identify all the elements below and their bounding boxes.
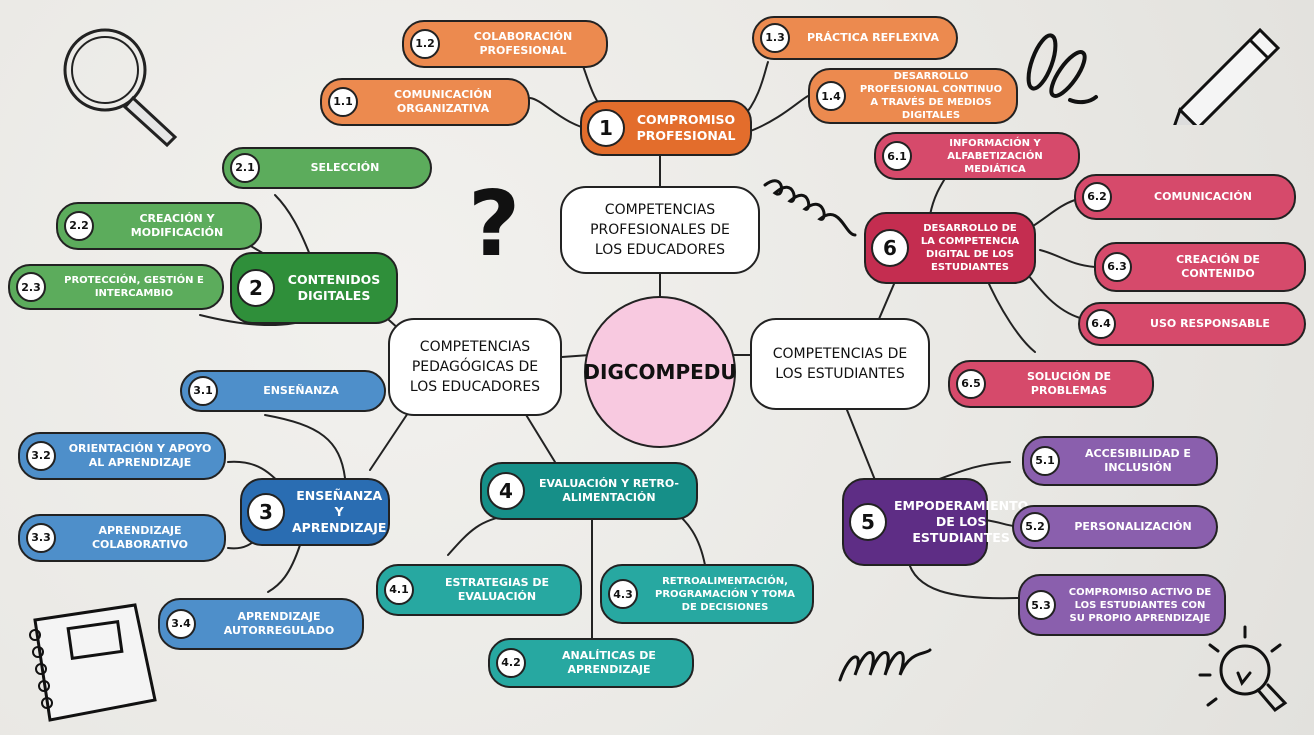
item-6-3: 6.3 CREACIÓN DE CONTENIDO (1094, 242, 1306, 292)
item-4-1: 4.1 ESTRATEGIAS DE EVALUACIÓN (376, 564, 582, 616)
item-number: 1.3 (760, 23, 790, 53)
item-2-3: 2.3 PROTECCIÓN, GESTIÓN E INTERCAMBIO (8, 264, 224, 310)
item-label: COMPROMISO ACTIVO DE LOS ESTUDIANTES CON… (1068, 586, 1212, 624)
item-2-2: 2.2 CREACIÓN Y MODIFICACIÓN (56, 202, 262, 250)
area-3-node: 3 ENSEÑANZA Y APRENDIZAJE (240, 478, 390, 546)
item-label: PRÁCTICA REFLEXIVA (806, 31, 939, 44)
item-number: 6.3 (1102, 252, 1132, 282)
item-number: 2.3 (16, 272, 46, 302)
category-students: COMPETENCIAS DE LOS ESTUDIANTES (750, 318, 930, 410)
spring-doodle-icon (763, 179, 857, 237)
item-6-4: 6.4 USO RESPONSABLE (1078, 302, 1306, 346)
item-1-4: 1.4 DESARROLLO PROFESIONAL CONTINUO A TR… (808, 68, 1018, 124)
area-label: CONTENIDOS DIGITALES (287, 272, 381, 303)
area-5-node: 5 EMPODERAMIENTO DE LOS ESTUDIANTES (842, 478, 1028, 566)
category-professional: COMPETENCIAS PROFESIONALES DE LOS EDUCAD… (560, 186, 760, 274)
lightbulb-icon (1198, 625, 1288, 713)
area-number: 3 (247, 493, 285, 531)
item-number: 4.1 (384, 575, 414, 605)
area-label: DESARROLLO DE LA COMPETENCIA DIGITAL DE … (920, 223, 1020, 273)
item-6-2: 6.2 COMUNICACIÓN (1074, 174, 1296, 220)
item-4-3: 4.3 RETROALIMENTACIÓN, PROGRAMACIÓN Y TO… (600, 564, 814, 624)
area-2-node: 2 CONTENIDOS DIGITALES (230, 252, 398, 324)
item-2-1: 2.1 SELECCIÓN (222, 147, 432, 189)
item-label: APRENDIZAJE AUTORREGULADO (223, 610, 335, 637)
item-1-3: 1.3 PRÁCTICA REFLEXIVA (752, 16, 958, 60)
magnifying-glass-icon (63, 28, 178, 148)
area-number: 6 (871, 229, 909, 267)
item-6-5: 6.5 SOLUCIÓN DE PROBLEMAS (948, 360, 1154, 408)
item-5-2: 5.2 PERSONALIZACIÓN (1012, 505, 1218, 549)
item-number: 6.5 (956, 369, 986, 399)
sparkle-doodle-icon (1026, 33, 1098, 105)
item-1-2: 1.2 COLABORACIÓN PROFESIONAL (402, 20, 608, 68)
item-label: APRENDIZAJE COLABORATIVO (91, 524, 189, 551)
category-pedagogical: COMPETENCIAS PEDAGÓGICAS DE LOS EDUCADOR… (388, 318, 562, 416)
center-node: DIGCOMPEDU (583, 296, 737, 448)
item-5-3: 5.3 COMPROMISO ACTIVO DE LOS ESTUDIANTES… (1018, 574, 1226, 636)
item-number: 1.2 (410, 29, 440, 59)
item-label: SOLUCIÓN DE PROBLEMAS (1026, 370, 1112, 397)
item-label: INFORMACIÓN Y ALFABETIZACIÓN MEDIÁTICA (947, 137, 1043, 175)
spring-doodle-icon-2 (838, 648, 932, 682)
item-number: 1.4 (816, 81, 846, 111)
item-number: 3.3 (26, 523, 56, 553)
item-3-2: 3.2 ORIENTACIÓN Y APOYO AL APRENDIZAJE (18, 432, 226, 480)
item-label: ORIENTACIÓN Y APOYO AL APRENDIZAJE (68, 442, 212, 469)
item-1-1: 1.1 COMUNICACIÓN ORGANIZATIVA (320, 78, 530, 126)
area-label: ENSEÑANZA Y APRENDIZAJE (292, 488, 387, 535)
question-mark-icon: ? (468, 172, 521, 277)
item-label: ENSEÑANZA (263, 384, 339, 397)
item-4-2: 4.2 ANALÍTICAS DE APRENDIZAJE (488, 638, 694, 688)
area-4-node: 4 EVALUACIÓN Y RETRO-ALIMENTACIÓN (480, 462, 698, 520)
item-label: PERSONALIZACIÓN (1074, 520, 1192, 533)
item-label: USO RESPONSABLE (1150, 317, 1270, 330)
area-1-node: 1 COMPROMISO PROFESIONAL (580, 100, 752, 156)
area-number: 2 (237, 269, 275, 307)
item-label: PROTECCIÓN, GESTIÓN E INTERCAMBIO (64, 275, 204, 299)
item-number: 2.1 (230, 153, 260, 183)
item-label: ESTRATEGIAS DE EVALUACIÓN (444, 576, 550, 603)
item-number: 5.3 (1026, 590, 1056, 620)
item-label: RETROALIMENTACIÓN, PROGRAMACIÓN Y TOMA D… (654, 575, 795, 613)
item-number: 6.4 (1086, 309, 1116, 339)
item-label: ACCESIBILIDAD E INCLUSIÓN (1085, 447, 1191, 474)
item-label: COMUNICACIÓN (1154, 190, 1252, 203)
pencil-icon (1173, 27, 1281, 125)
area-label: EMPODERAMIENTO DE LOS ESTUDIANTES (894, 498, 1029, 545)
item-number: 6.2 (1082, 182, 1112, 212)
item-3-4: 3.4 APRENDIZAJE AUTORREGULADO (158, 598, 364, 650)
area-number: 1 (587, 109, 625, 147)
item-3-3: 3.3 APRENDIZAJE COLABORATIVO (18, 514, 226, 562)
item-label: COMUNICACIÓN ORGANIZATIVA (394, 88, 492, 115)
area-label: COMPROMISO PROFESIONAL (636, 112, 736, 143)
item-5-1: 5.1 ACCESIBILIDAD E INCLUSIÓN (1022, 436, 1218, 486)
item-number: 1.1 (328, 87, 358, 117)
item-label: ANALÍTICAS DE APRENDIZAJE (562, 649, 656, 676)
item-label: COLABORACIÓN PROFESIONAL (473, 30, 573, 57)
item-6-1: 6.1 INFORMACIÓN Y ALFABETIZACIÓN MEDIÁTI… (874, 132, 1080, 180)
area-number: 5 (849, 503, 887, 541)
item-number: 4.2 (496, 648, 526, 678)
item-label: CREACIÓN Y MODIFICACIÓN (130, 212, 224, 239)
item-number: 3.2 (26, 441, 56, 471)
area-label: EVALUACIÓN Y RETRO-ALIMENTACIÓN (539, 477, 679, 504)
item-number: 3.1 (188, 376, 218, 406)
item-number: 5.2 (1020, 512, 1050, 542)
area-number: 4 (487, 472, 525, 510)
item-number: 6.1 (882, 141, 912, 171)
item-label: SELECCIÓN (310, 161, 380, 174)
item-number: 4.3 (608, 579, 638, 609)
item-label: DESARROLLO PROFESIONAL CONTINUO A TRAVÉS… (859, 71, 1003, 121)
area-6-node: 6 DESARROLLO DE LA COMPETENCIA DIGITAL D… (864, 212, 1036, 284)
item-3-1: 3.1 ENSEÑANZA (180, 370, 386, 412)
item-number: 5.1 (1030, 446, 1060, 476)
notebook-icon (29, 603, 157, 722)
item-number: 3.4 (166, 609, 196, 639)
item-label: CREACIÓN DE CONTENIDO (1176, 253, 1260, 280)
item-number: 2.2 (64, 211, 94, 241)
